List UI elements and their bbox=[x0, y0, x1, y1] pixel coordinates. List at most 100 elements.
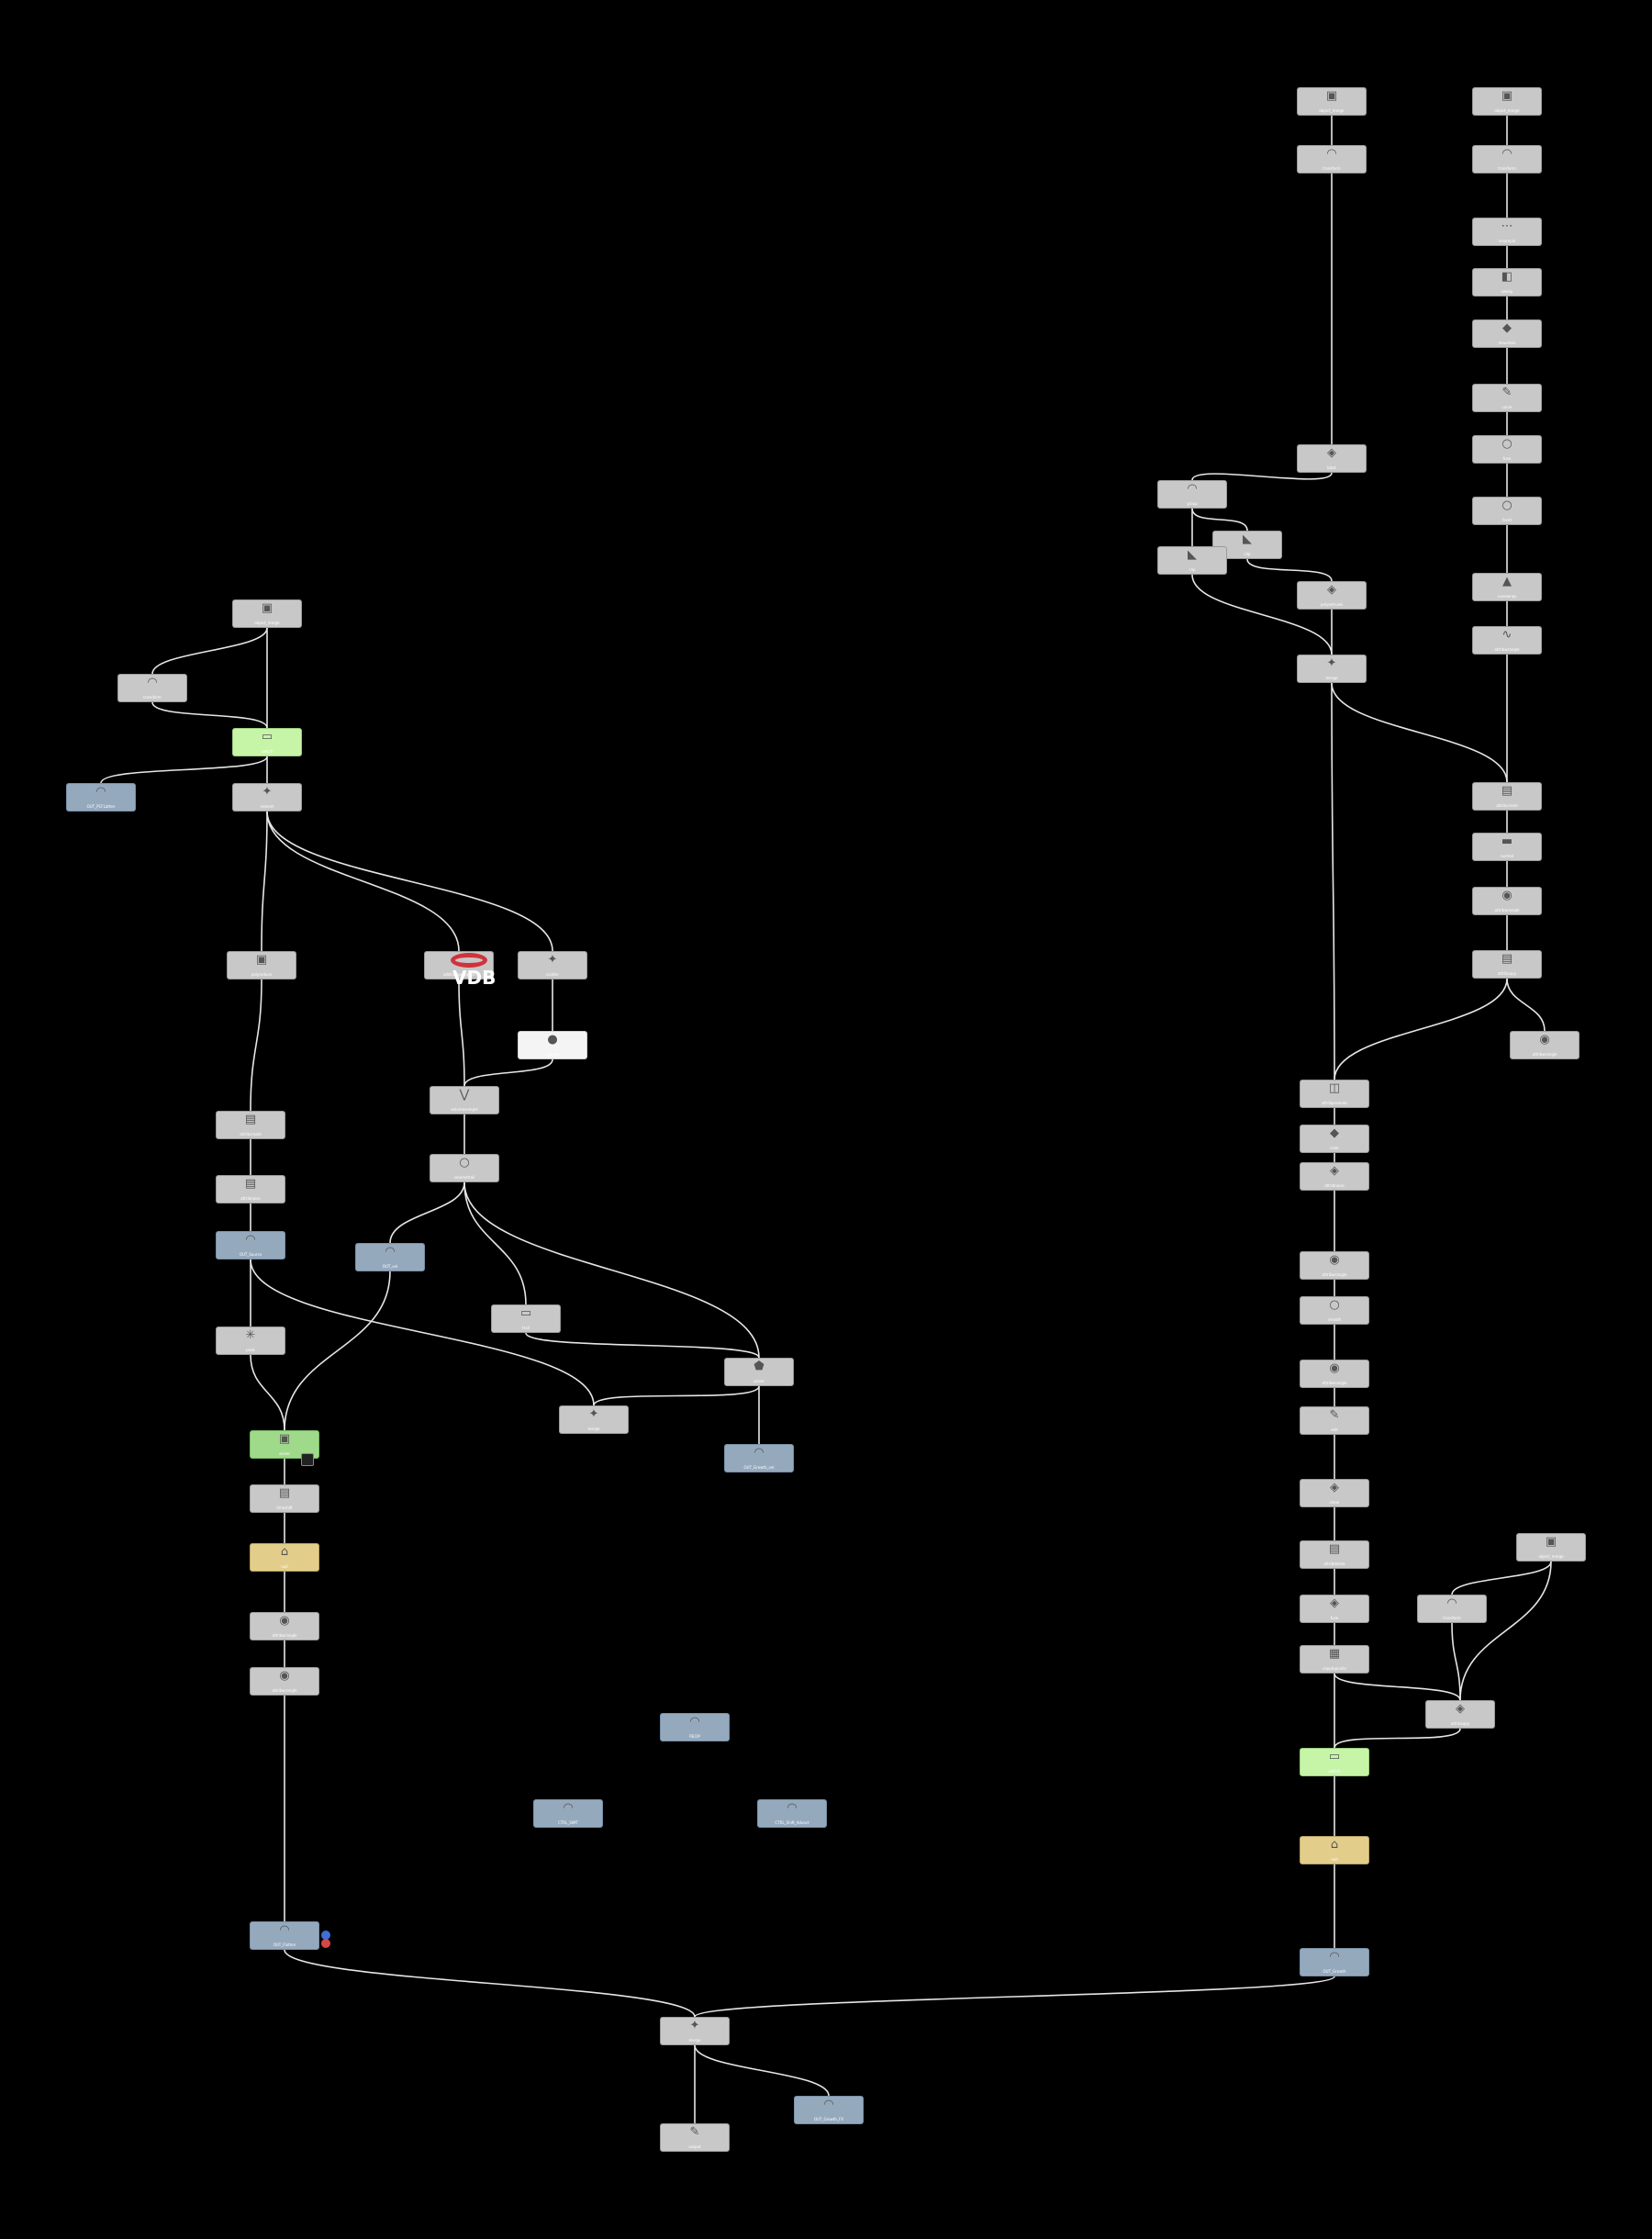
wire-B1-B3[interactable] bbox=[694, 2044, 830, 2097]
node-out-growth[interactable]: ◠OUT_Growth bbox=[1300, 1948, 1369, 1976]
wire-L1e-L2b[interactable] bbox=[266, 811, 460, 952]
wire-R3q-B1[interactable] bbox=[694, 1976, 1335, 2018]
node-polyextrude[interactable]: ◈polyextrude bbox=[1297, 581, 1367, 610]
wire-R1c-R1d[interactable] bbox=[1191, 472, 1333, 481]
wire-L3g-L3h[interactable] bbox=[593, 1385, 760, 1406]
node-transform[interactable]: ◠transform bbox=[117, 674, 187, 702]
wire-R3n-R3o[interactable] bbox=[1334, 1728, 1461, 1749]
wire-R1f-R1h[interactable] bbox=[1191, 574, 1333, 655]
node-fuse[interactable]: ◈fuse bbox=[1300, 1595, 1369, 1623]
node-edit[interactable]: ✎edit bbox=[1300, 1406, 1369, 1435]
node-peak[interactable]: ✳peak bbox=[216, 1327, 285, 1355]
node-attribcopy[interactable]: ◈attribcopy bbox=[1425, 1700, 1495, 1729]
wire-R3m-R3n[interactable] bbox=[1451, 1622, 1461, 1701]
wire-L1a-L1b[interactable] bbox=[151, 627, 268, 675]
node-attribwrangle[interactable]: ∿attribwrangle bbox=[1472, 626, 1542, 655]
wire-R1d-R1e[interactable] bbox=[1191, 508, 1248, 532]
node-null[interactable]: ⌂null bbox=[1300, 1836, 1369, 1864]
node-blast[interactable]: ◈blast bbox=[1297, 444, 1367, 473]
node-attribnoise[interactable]: ◈attribnoise bbox=[1300, 1162, 1369, 1191]
node-volumetrail[interactable]: ○volumetrail bbox=[430, 1154, 499, 1182]
node-out-growth-vel[interactable]: ◠OUT_Growth_vel bbox=[724, 1444, 794, 1472]
node-trail[interactable]: ▭trail bbox=[491, 1304, 561, 1333]
node-carve[interactable]: ✎carve bbox=[1472, 384, 1542, 412]
node-object-merge[interactable]: ▣object_merge bbox=[232, 599, 302, 628]
node-attribwrangle[interactable]: ◉attribwrangle bbox=[1472, 887, 1542, 915]
node-out-pcflatten[interactable]: ◠OUT_PCFLatten bbox=[66, 783, 136, 812]
node-fuse[interactable]: ○fuse bbox=[1472, 435, 1542, 464]
node-remesh[interactable]: ✦remesh bbox=[232, 783, 302, 812]
node-merge[interactable]: ✦merge bbox=[559, 1405, 629, 1434]
wire-R1e-R1g[interactable] bbox=[1246, 558, 1333, 582]
node-mountain[interactable]: ◆mountain bbox=[1472, 319, 1542, 348]
node-scatter[interactable]: ✦scatter bbox=[518, 951, 587, 980]
node-sweep[interactable]: ◧sweep bbox=[1472, 268, 1542, 297]
node-attribcopy[interactable]: ▤attribcopy bbox=[1472, 950, 1542, 979]
node-sphere[interactable]: ●sphere bbox=[518, 1031, 587, 1059]
node-transform[interactable]: ◠transform bbox=[1417, 1595, 1487, 1623]
wire-R2n-R3a[interactable] bbox=[1334, 978, 1508, 1080]
node-object-merge[interactable]: ▣object_merge bbox=[1297, 87, 1367, 116]
wire-L2b-L2e[interactable] bbox=[458, 979, 465, 1087]
wire-L1b-L1c[interactable] bbox=[151, 701, 268, 729]
wire-L1e-L2c[interactable] bbox=[266, 811, 553, 952]
node-attribwrangle[interactable]: ◉attribwrangle bbox=[250, 1612, 319, 1640]
node-smooth[interactable]: ○smooth bbox=[1300, 1296, 1369, 1325]
node-ctrl-shift-advect[interactable]: ◠CTRL_Shift_Advect bbox=[757, 1799, 827, 1828]
wire-L2a-L3a[interactable] bbox=[250, 979, 262, 1112]
wire-L2f-L3d[interactable] bbox=[389, 1181, 465, 1244]
node-transform[interactable]: ◠transform bbox=[1297, 145, 1367, 174]
node-output[interactable]: ✎output bbox=[660, 2123, 730, 2152]
node-normal[interactable]: ▬normal bbox=[1472, 833, 1542, 861]
wire-L3f-L3g[interactable] bbox=[525, 1332, 760, 1359]
node-clean[interactable]: ◈clean bbox=[1300, 1479, 1369, 1507]
node-attribcreate[interactable]: ▤attribcreate bbox=[1472, 782, 1542, 811]
node-clip[interactable]: ◣clip bbox=[1157, 546, 1227, 575]
wire-R3l-R3m[interactable] bbox=[1451, 1561, 1552, 1595]
node-group[interactable]: ◠group bbox=[1157, 480, 1227, 509]
wire-R1h-R3a[interactable] bbox=[1331, 682, 1335, 1080]
wire-L3d-L4a[interactable] bbox=[284, 1271, 391, 1431]
node-merge[interactable]: ✦merge bbox=[1297, 655, 1367, 683]
node-object-merge[interactable]: ▣object_merge bbox=[1516, 1533, 1586, 1562]
wire-L4f-B1[interactable] bbox=[284, 1949, 696, 2018]
node-out-vel[interactable]: ◠OUT_vel bbox=[355, 1243, 425, 1271]
node-attribnoise[interactable]: ▤attribnoise bbox=[216, 1175, 285, 1203]
display-flag-icon[interactable] bbox=[321, 1939, 330, 1948]
node-null[interactable]: ⌂null bbox=[250, 1543, 319, 1572]
node-object-merge[interactable]: ▣object_merge bbox=[1472, 87, 1542, 116]
node-solver[interactable]: ⬟solver bbox=[724, 1358, 794, 1386]
node-attribwrangle[interactable]: ◉attribwrangle bbox=[1300, 1251, 1369, 1280]
node-attribpromote[interactable]: ◫attribpromote bbox=[1300, 1080, 1369, 1108]
node-attribwrangle[interactable]: ◉attribwrangle bbox=[1510, 1031, 1579, 1059]
node-switch[interactable]: ▭switch bbox=[1300, 1748, 1369, 1776]
node-resample[interactable]: ⋯resample bbox=[1472, 218, 1542, 246]
wire-L2f-L3f[interactable] bbox=[463, 1181, 527, 1305]
wire-L2d-L2e[interactable] bbox=[463, 1058, 553, 1087]
node-ctrl-simt[interactable]: ◠CTRL_SIMT bbox=[533, 1799, 603, 1828]
render-flag-icon[interactable] bbox=[321, 1931, 330, 1940]
wire-L2f-L3g[interactable] bbox=[463, 1181, 760, 1359]
wire-R2n-R2o[interactable] bbox=[1506, 978, 1546, 1032]
node-attribwrangle[interactable]: ◉attribwrangle bbox=[250, 1667, 319, 1696]
wire-L3c-L3h[interactable] bbox=[250, 1259, 595, 1406]
node-attribwrangle[interactable]: ◉attribwrangle bbox=[1300, 1360, 1369, 1388]
wire-R1h-R2k[interactable] bbox=[1331, 682, 1508, 783]
node-transform[interactable]: ◠transform bbox=[1472, 145, 1542, 174]
wire-L1c-L1d[interactable] bbox=[100, 756, 268, 784]
node-volumesample[interactable]: ⋁volumesample bbox=[430, 1086, 499, 1114]
node-out-growth-fx[interactable]: ◠OUT_Growth_FX bbox=[794, 2096, 864, 2124]
node-copytopoints[interactable]: ▦copytopoints bbox=[1300, 1645, 1369, 1674]
wire-R3l-R3n[interactable] bbox=[1459, 1561, 1552, 1701]
node-uvunwrap[interactable]: ▲uvunwrap bbox=[1472, 573, 1542, 601]
wire-R3k-R3n[interactable] bbox=[1334, 1673, 1461, 1701]
node-out-source[interactable]: ◠OUT_Source bbox=[216, 1231, 285, 1259]
node-polyreduce[interactable]: ▣polyreduce bbox=[227, 951, 296, 980]
node-merge[interactable]: ✦merge bbox=[660, 2017, 730, 2045]
wire-L3e-L4a[interactable] bbox=[250, 1354, 285, 1431]
node-color[interactable]: ◆color bbox=[1300, 1125, 1369, 1153]
node-switch[interactable]: ▭switch bbox=[232, 728, 302, 756]
node-attribdelete[interactable]: ▤attribdelete bbox=[1300, 1540, 1369, 1569]
